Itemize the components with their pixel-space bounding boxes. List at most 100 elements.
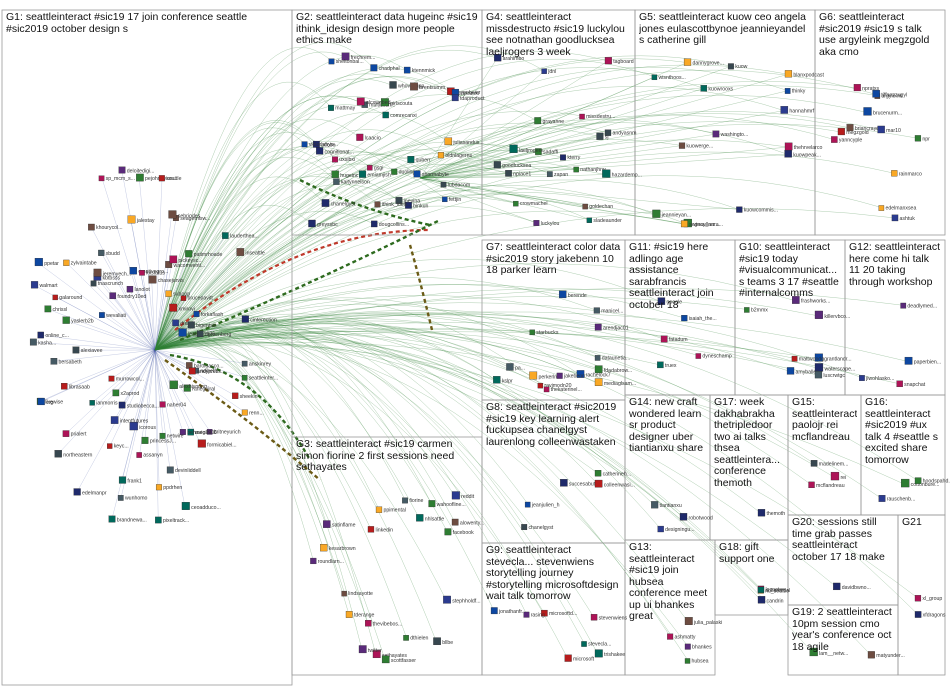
node-g3-8[interactable]: lindsayotte: [342, 591, 373, 597]
node-g9-1[interactable]: microsoft: [565, 655, 595, 663]
node-g3-15[interactable]: roundlarn...: [310, 558, 344, 565]
node-g2-32[interactable]: gsgi: [367, 165, 383, 171]
node-g1-14[interactable]: devinliddell: [167, 467, 201, 475]
node-g2-33[interactable]: hugeinc: [332, 171, 359, 179]
node-g17-0[interactable]: themoth: [758, 509, 785, 517]
node-g1-26[interactable]: intentfutures: [111, 416, 149, 424]
node-g13-2[interactable]: ashmatty: [667, 634, 696, 641]
node-g6-0[interactable]: yanncyple: [831, 136, 862, 143]
node-g12-3[interactable]: jiwohlasko...: [859, 375, 894, 381]
node-g6-4[interactable]: npr: [915, 135, 930, 142]
node-g2-17[interactable]: lubdacom: [441, 182, 470, 188]
node-g4-10[interactable]: goodlucksea: [494, 161, 531, 169]
node-g2-24[interactable]: emiamjish: [359, 171, 391, 179]
node-g1-45[interactable]: ppetar: [35, 258, 59, 267]
node-g1-27[interactable]: edelmanpr: [74, 489, 107, 497]
node-g5-5[interactable]: kuowerge...: [679, 143, 713, 150]
node-g3-19[interactable]: wahoofline...: [429, 500, 466, 508]
node-g10-7[interactable]: luscrwtgc: [815, 371, 845, 379]
node-g1-74[interactable]: bigentsis: [188, 322, 217, 330]
node-g1-55[interactable]: deloitedigi...: [119, 167, 155, 174]
node-g1-38[interactable]: kasha...: [30, 339, 56, 346]
node-g1-71[interactable]: inseattle: [237, 248, 265, 256]
node-g18-3[interactable]: substantial: [758, 587, 790, 594]
node-g5-2[interactable]: segecullam...: [681, 221, 720, 228]
node-g4-17[interactable]: kterry: [560, 155, 580, 162]
node-g11-3[interactable]: fatadum: [661, 336, 688, 343]
node-g8-2[interactable]: colleenwasi...: [595, 480, 635, 488]
node-g4-11[interactable]: zapan: [547, 172, 568, 178]
node-g4-7[interactable]: hazardemp...: [602, 170, 642, 179]
node-g5-10[interactable]: dannygrove...: [684, 59, 724, 67]
node-g8-3[interactable]: catherineh...: [595, 470, 631, 477]
node-g16-2[interactable]: rauschenb...: [879, 495, 916, 502]
node-g8-0[interactable]: succesabut...: [560, 479, 599, 487]
node-g1-9[interactable]: formicabiel...: [198, 440, 237, 449]
node-g1-78[interactable]: anskinrey: [242, 361, 271, 367]
node-g4-18[interactable]: sladeaunder: [587, 218, 622, 224]
node-g2-30[interactable]: greyssbc: [308, 220, 338, 228]
node-g1-50[interactable]: foundry10ed: [110, 293, 147, 300]
node-g1-41[interactable]: chrissl: [45, 306, 68, 313]
node-g1-40[interactable]: yaslerb2b: [63, 317, 94, 325]
node-g7-2[interactable]: kslpr: [493, 376, 513, 384]
node-g18-2[interactable]: candrin: [758, 596, 784, 604]
node-g1-29[interactable]: prialert: [63, 431, 87, 438]
node-g2-35[interactable]: oldnlagerns: [438, 152, 473, 159]
node-g4-1[interactable]: tagboard: [605, 57, 634, 65]
node-g5-14[interactable]: thinky: [785, 88, 806, 94]
node-g2-28[interactable]: alcxwebed...: [357, 98, 395, 106]
node-g4-4[interactable]: grayanne: [534, 117, 564, 124]
node-g15-0[interactable]: mcflandreau: [809, 482, 845, 489]
node-g7-0[interactable]: starbucks: [530, 330, 559, 336]
node-g20-0[interactable]: davidbwno...: [833, 583, 871, 591]
node-g5-11[interactable]: washingto...: [713, 131, 748, 138]
node-g14-1[interactable]: tiantianxu: [651, 501, 682, 509]
node-g5-7[interactable]: kuow: [728, 64, 748, 71]
node-g3-9[interactable]: bllbe: [433, 638, 453, 646]
node-g5-9[interactable]: blanxpodcast: [785, 70, 825, 78]
node-g7-13[interactable]: jakebenn: [557, 373, 585, 380]
node-g3-0[interactable]: thevibebos...: [365, 620, 402, 627]
node-g2-8[interactable]: fettjin: [442, 197, 461, 203]
node-g2-3[interactable]: uxsibxi: [332, 157, 355, 164]
node-g1-3[interactable]: andypress...: [189, 368, 225, 375]
node-g6-7[interactable]: briancrayes: [847, 124, 882, 132]
node-g4-9[interactable]: luckylou: [534, 220, 560, 227]
node-g1-47[interactable]: zylvaintabe: [63, 260, 96, 267]
node-g1-17[interactable]: princessJ...: [142, 437, 176, 445]
node-g2-0[interactable]: chanelgyst: [322, 199, 356, 207]
node-g1-70[interactable]: brucepavitt: [181, 296, 213, 302]
node-g1-49[interactable]: jeremyech...: [94, 269, 131, 278]
node-g5-6[interactable]: kuowrooxs: [701, 85, 734, 92]
node-g7-6[interactable]: manicel...: [594, 308, 623, 315]
node-g1-32[interactable]: murrowcol...: [109, 376, 144, 382]
node-g2-6[interactable]: shormabyte: [414, 171, 449, 179]
node-g11-4[interactable]: isaiah_the...: [681, 315, 716, 322]
node-g9-6[interactable]: rasing: [524, 612, 545, 618]
node-g2-12[interactable]: comrecanxi: [383, 112, 417, 119]
node-g1-43[interactable]: walmart: [31, 281, 58, 289]
node-g3-3[interactable]: reddit: [452, 492, 475, 501]
node-g1-66[interactable]: patimrhoade: [185, 250, 222, 258]
node-g4-15[interactable]: andyasnm: [605, 130, 636, 137]
node-g2-7[interactable]: dougcollins...: [371, 221, 409, 228]
node-g4-5[interactable]: crowmachel: [513, 201, 547, 207]
node-g8-1[interactable]: chanelgyst: [521, 524, 553, 531]
node-g2-15[interactable]: mattmay: [328, 105, 355, 112]
node-g12-0[interactable]: snapchat: [897, 381, 926, 388]
node-g1-36[interactable]: bersabeth: [51, 358, 82, 365]
node-g1-53[interactable]: lanolot: [127, 286, 150, 293]
node-g10-1[interactable]: waterscape...: [815, 363, 855, 372]
node-g4-14[interactable]: laeljrogers: [510, 145, 544, 154]
node-g9-2[interactable]: trishakee: [595, 650, 625, 659]
node-g12-2[interactable]: deadlymed...: [901, 303, 938, 309]
node-g1-51[interactable]: xbudd: [98, 250, 120, 257]
node-g6-10[interactable]: mar10: [878, 126, 901, 134]
node-g8-4[interactable]: jeanjulien_h: [525, 502, 560, 508]
node-g1-21[interactable]: frank1: [119, 477, 142, 485]
node-g3-14[interactable]: twitter: [359, 645, 382, 653]
node-g3-10[interactable]: facebook: [445, 529, 474, 537]
node-g1-59[interactable]: kksiatus: [139, 270, 165, 276]
node-g2-20[interactable]: tdaproduct: [452, 94, 485, 101]
